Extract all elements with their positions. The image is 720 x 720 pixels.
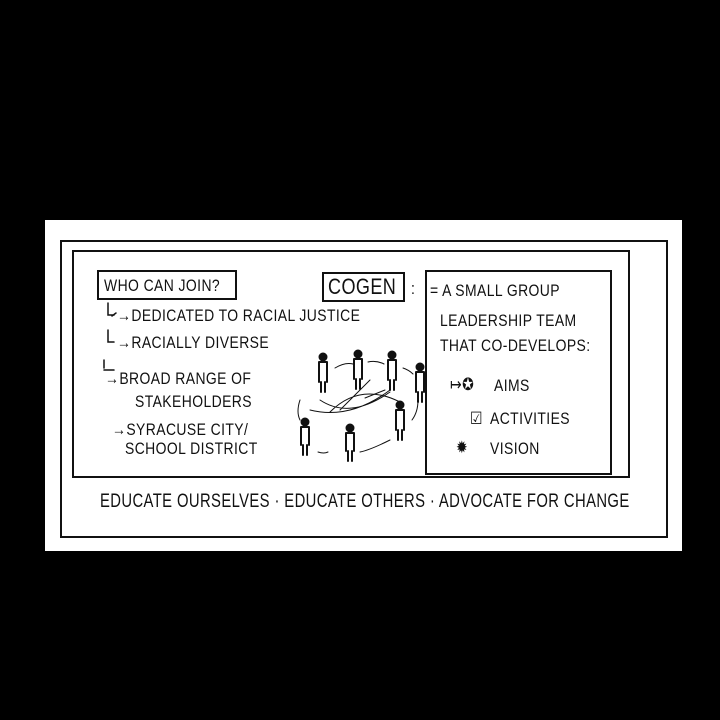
person-icon [318, 352, 328, 393]
who-can-join-box [97, 270, 237, 300]
definition-line: = A SMALL GROUP [430, 281, 560, 300]
outer-frame [60, 240, 668, 538]
cogen-colon: : [411, 279, 416, 298]
person-icon [345, 423, 355, 462]
target-award-icon: ↦✪ [450, 375, 475, 394]
list-item-activities: ACTIVITIES [490, 409, 571, 428]
starburst-icon: ✹ [456, 438, 469, 457]
sketch-paper [45, 220, 682, 551]
list-item-vision: VISION [490, 439, 540, 458]
criteria-item: →RACIALLY DIVERSE [117, 333, 270, 352]
checkbox-icon: ☑ [470, 409, 483, 428]
inner-frame [72, 250, 630, 478]
footer-motto: EDUCATE OURSELVES · EDUCATE OTHERS · ADV… [100, 491, 630, 512]
who-can-join-heading: WHO CAN JOIN? [104, 276, 221, 295]
criteria-item: →DEDICATED TO RACIAL JUSTICE [117, 306, 361, 325]
person-icon [387, 350, 397, 391]
person-icon [415, 362, 425, 403]
cogen-title-box [322, 272, 405, 302]
criteria-item: →SYRACUSE CITY/ [112, 420, 249, 439]
criteria-item: STAKEHOLDERS [135, 392, 252, 411]
definition-line: LEADERSHIP TEAM [440, 311, 577, 330]
criteria-item: →BROAD RANGE OF [105, 369, 252, 388]
definition-line: THAT CO-DEVELOPS: [440, 336, 591, 355]
cogen-definition-box [425, 270, 612, 475]
cogen-title: COGEN [328, 274, 397, 299]
person-icon [353, 349, 363, 390]
list-item-aims: AIMS [494, 376, 530, 395]
criteria-item: SCHOOL DISTRICT [125, 439, 258, 458]
person-icon [300, 417, 310, 456]
person-icon [395, 400, 405, 441]
